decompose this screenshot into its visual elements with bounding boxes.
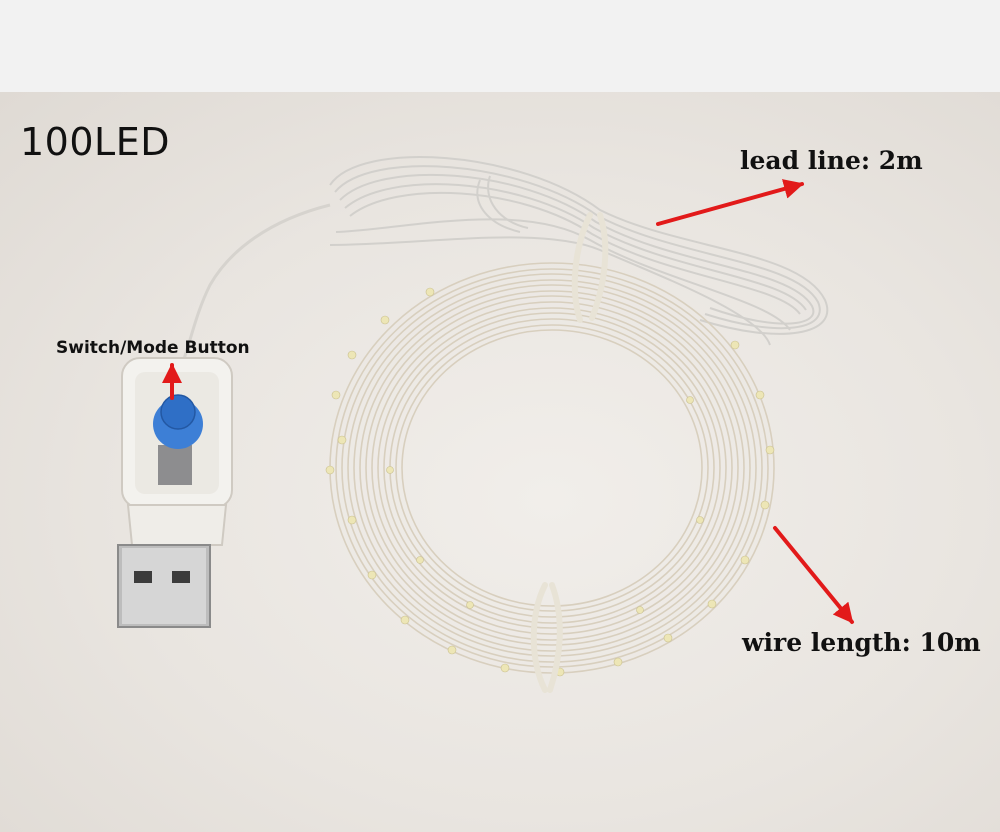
mode-button-icon — [153, 394, 203, 449]
wire-length-label: wire length: 10m — [742, 628, 981, 657]
switch-button-label: Switch/Mode Button — [56, 338, 250, 358]
lead-line-label: lead line: 2m — [740, 146, 923, 175]
top-margin — [0, 0, 1000, 92]
led-count-title: 100LED — [20, 120, 170, 164]
callout-arrows — [162, 179, 854, 624]
led-wire-coil — [329, 262, 775, 674]
led-beads — [325, 287, 775, 677]
lead-line-arrow — [656, 179, 804, 226]
wire-length-arrow — [773, 526, 854, 624]
lead-wire — [178, 203, 331, 371]
lead-cable-coil — [329, 156, 829, 346]
twist-ties — [530, 212, 609, 693]
